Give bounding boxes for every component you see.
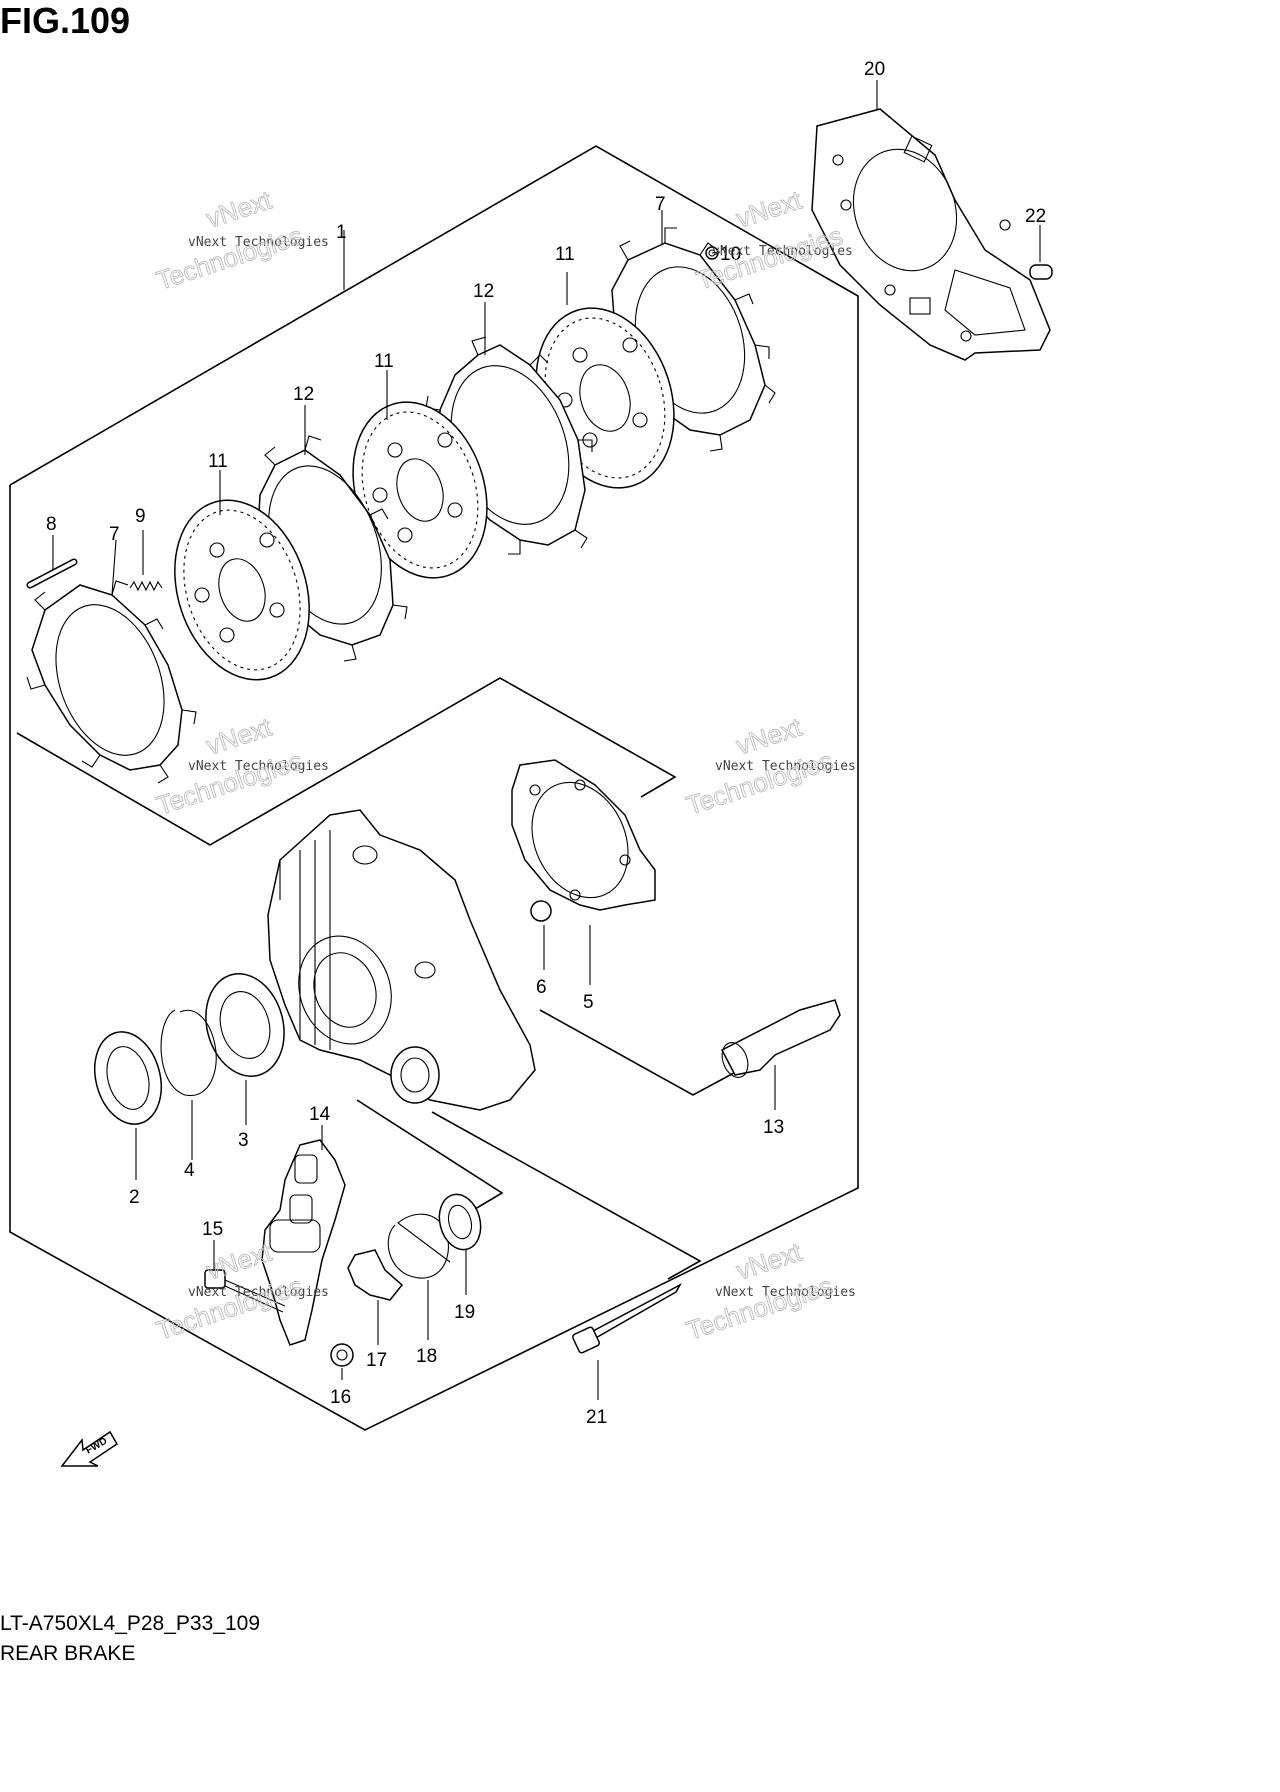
callout-7-lower: 7: [109, 524, 120, 545]
callout-19: 19: [454, 1302, 475, 1323]
callout-8: 8: [46, 514, 57, 535]
seal-part-19: [438, 1193, 482, 1251]
callout-1: 1: [336, 222, 347, 243]
callout-5: 5: [583, 992, 594, 1013]
callout-14: 14: [309, 1104, 331, 1125]
spring-part-18: [387, 1213, 451, 1279]
lever-part-17: [347, 1249, 404, 1301]
svg-text:vNext Technologies: vNext Technologies: [715, 1285, 856, 1300]
callout-11-right: 11: [555, 244, 575, 265]
bolt-part-15: [204, 1269, 286, 1313]
callout-22: 22: [1025, 206, 1046, 227]
fwd-direction-arrow: FWD: [60, 1430, 119, 1467]
callout-leaders: [52, 80, 1041, 1400]
callout-labels: 1 2 3 4 5 6 7 7 8 9 10 11 11 11 12 12 13…: [46, 59, 1046, 1428]
gasket-part-20: [811, 108, 1051, 361]
bolt-part-21: [572, 1283, 682, 1354]
callout-12-upper: 12: [473, 281, 494, 302]
callout-13: 13: [763, 1117, 784, 1138]
svg-text:vNext: vNext: [203, 711, 276, 760]
svg-text:vNext Technologies: vNext Technologies: [188, 759, 329, 774]
svg-text:vNext: vNext: [203, 184, 276, 233]
callout-11-middle: 11: [374, 351, 394, 372]
svg-text:vNext: vNext: [733, 711, 806, 760]
callout-20: 20: [864, 59, 885, 80]
callout-17: 17: [366, 1350, 387, 1371]
svg-text:vNext: vNext: [733, 184, 806, 233]
watermark-6: vNext Technologies vNext Technologies: [682, 1236, 856, 1346]
callout-4: 4: [184, 1160, 195, 1181]
disc-group-outline: [16, 677, 677, 846]
ball-part-6: [530, 900, 552, 922]
svg-text:vNext Technologies: vNext Technologies: [188, 1285, 329, 1300]
callout-15: 15: [202, 1219, 223, 1240]
svg-text:vNext Technologies: vNext Technologies: [715, 759, 856, 774]
spring-part-9: [129, 580, 163, 592]
callout-7-upper: 7: [655, 194, 666, 215]
svg-text:vNext Technologies: vNext Technologies: [188, 235, 329, 250]
pin-part-8: [26, 558, 78, 589]
model-code: LT-A750XL4_P28_P33_109: [0, 1612, 260, 1635]
svg-text:Technologies: Technologies: [153, 220, 307, 295]
shaft-leader: [539, 1009, 746, 1096]
bolt-leader: [431, 1111, 702, 1280]
oil-seal-part-2: [94, 1031, 162, 1125]
svg-text:Technologies: Technologies: [153, 745, 307, 820]
callout-16: 16: [330, 1387, 351, 1408]
spline-plate-part-7-lower: [26, 580, 197, 784]
watermark-1: vNext Technologies vNext Technologies: [152, 184, 329, 296]
callout-12-lower: 12: [293, 384, 314, 405]
circlip-part-4: [160, 1009, 217, 1097]
nut-part-16: [330, 1343, 354, 1367]
bearing-part-3: [205, 973, 285, 1077]
assembly-outline: [9, 145, 859, 1431]
brake-plate-part-5: [511, 759, 656, 911]
shaft-part-13: [720, 999, 841, 1078]
callout-18: 18: [416, 1346, 437, 1367]
watermark-4: vNext Technologies vNext Technologies: [682, 711, 856, 821]
callout-9: 9: [135, 506, 146, 527]
seal-leader: [356, 1099, 504, 1213]
section-name: REAR BRAKE: [0, 1642, 136, 1665]
dowel-part-22: [1029, 264, 1053, 280]
callout-10: 10: [720, 244, 741, 265]
callout-2: 2: [129, 1187, 140, 1208]
callout-6: 6: [536, 977, 547, 998]
brake-housing: [267, 809, 536, 1111]
figure-title: FIG.109: [0, 0, 131, 41]
callout-21: 21: [586, 1407, 607, 1428]
bracket-part-14: [261, 1139, 346, 1346]
svg-text:Technologies: Technologies: [683, 1270, 837, 1345]
svg-text:vNext Technologies: vNext Technologies: [712, 244, 853, 259]
friction-disc-part-11-left: [174, 499, 310, 681]
callout-11-left: 11: [208, 451, 228, 472]
callout-3: 3: [238, 1130, 249, 1151]
svg-text:Technologies: Technologies: [683, 745, 837, 820]
